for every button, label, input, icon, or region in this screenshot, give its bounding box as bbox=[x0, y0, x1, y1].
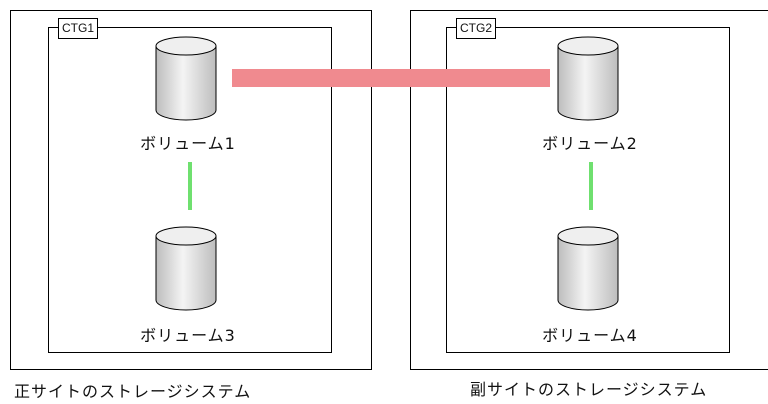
ctg1-label: CTG1 bbox=[58, 18, 99, 39]
volume-1-label: ボリューム1 bbox=[140, 134, 236, 153]
volume-2-label: ボリューム2 bbox=[542, 134, 638, 153]
local-pair-link-secondary bbox=[589, 162, 593, 210]
local-pair-link-primary bbox=[188, 162, 192, 210]
volume-2-icon bbox=[557, 36, 619, 121]
volume-4-label: ボリューム4 bbox=[542, 326, 638, 345]
volume-3-label: ボリューム3 bbox=[140, 326, 236, 345]
secondary-site-caption: 副サイトのストレージシステム bbox=[470, 380, 708, 399]
volume-4-icon bbox=[557, 226, 619, 311]
volume-1-icon bbox=[155, 36, 217, 121]
remote-copy-link bbox=[232, 69, 550, 87]
ctg2-label: CTG2 bbox=[456, 18, 497, 39]
primary-site-caption: 正サイトのストレージシステム bbox=[14, 382, 252, 401]
volume-3-icon bbox=[155, 226, 217, 311]
